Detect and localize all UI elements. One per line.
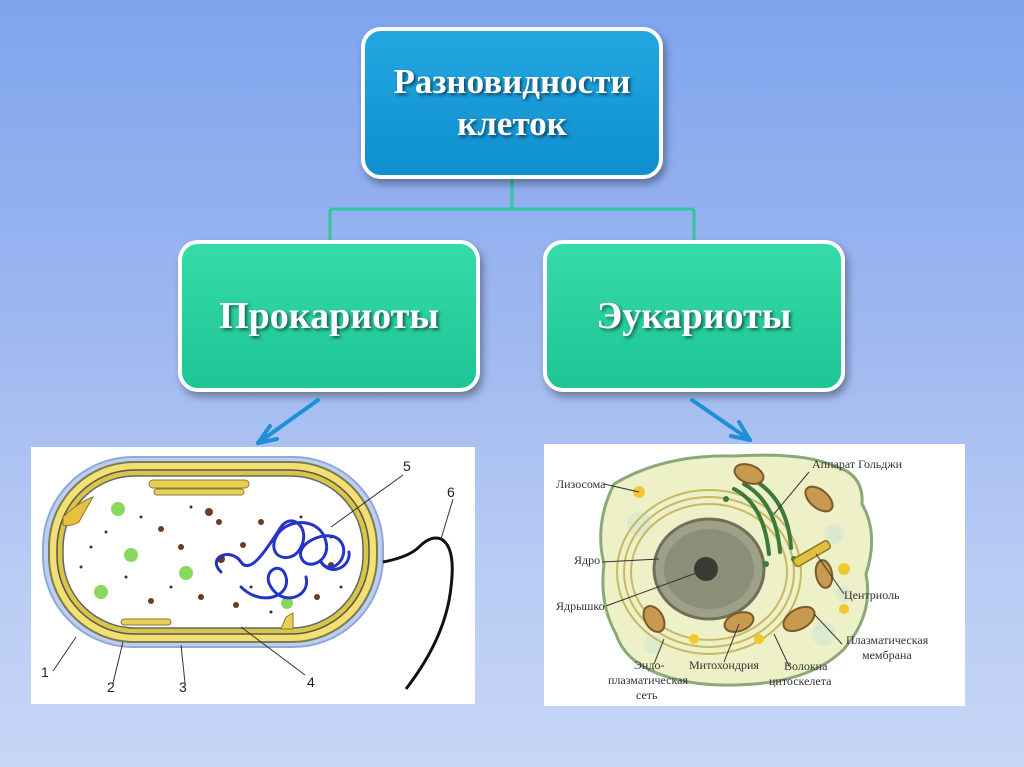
label-membrane-line1: Плазматическая — [846, 633, 929, 647]
ribosomes — [148, 508, 334, 608]
arrow-to-eukaryote-diagram — [690, 398, 752, 442]
part-label-5: 5 — [403, 458, 411, 474]
part-label-1: 1 — [41, 664, 49, 680]
eukaryote-cell-diagram: Аппарат Гольджи Лизосома Ядро Ядрышко Це… — [544, 444, 965, 706]
part-label-2: 2 — [107, 679, 115, 695]
mitochondria — [642, 463, 834, 633]
label-er-line1: Эндо- — [634, 658, 664, 672]
label-mitochondrion: Митохондрия — [689, 658, 759, 672]
eukaryotes-label: Эукариоты — [596, 295, 792, 337]
eukaryotes-box: Эукариоты — [543, 240, 845, 392]
prokaryotes-label: Прокариоты — [219, 295, 439, 337]
label-cytoskeleton-line1: Волокна — [784, 659, 828, 673]
label-golgi: Аппарат Гольджи — [812, 457, 903, 471]
part-label-4: 4 — [307, 674, 315, 690]
label-er-line2: плазматическая — [608, 673, 688, 687]
label-membrane-line2: мембрана — [862, 648, 912, 662]
arrow-to-prokaryote-diagram — [256, 398, 320, 445]
nucleolus — [694, 557, 718, 581]
cytoplasm — [62, 475, 364, 629]
prokaryote-cell-diagram: 1 2 3 4 5 6 — [31, 447, 475, 704]
label-cytoskeleton-line2: цитоскелета — [769, 674, 832, 688]
root-category-box: Разновидности клеток — [361, 27, 663, 179]
label-lysosome: Лизосома — [556, 477, 606, 491]
root-title: Разновидности клеток — [393, 62, 631, 143]
centriole — [792, 540, 831, 568]
inclusion-granules — [94, 502, 293, 609]
lysosomes — [633, 486, 850, 644]
prokaryotes-box: Прокариоты — [178, 240, 480, 392]
part-label-6: 6 — [447, 484, 455, 500]
label-nucleus: Ядро — [574, 553, 600, 567]
endoplasmic-reticulum — [616, 489, 802, 655]
label-centriole: Центриоль — [844, 588, 900, 602]
part-label-3: 3 — [179, 679, 187, 695]
nucleoid — [214, 519, 351, 600]
flagellum — [382, 536, 454, 690]
label-er-line3: сеть — [636, 688, 658, 702]
label-nucleolus: Ядрышко — [556, 599, 605, 613]
